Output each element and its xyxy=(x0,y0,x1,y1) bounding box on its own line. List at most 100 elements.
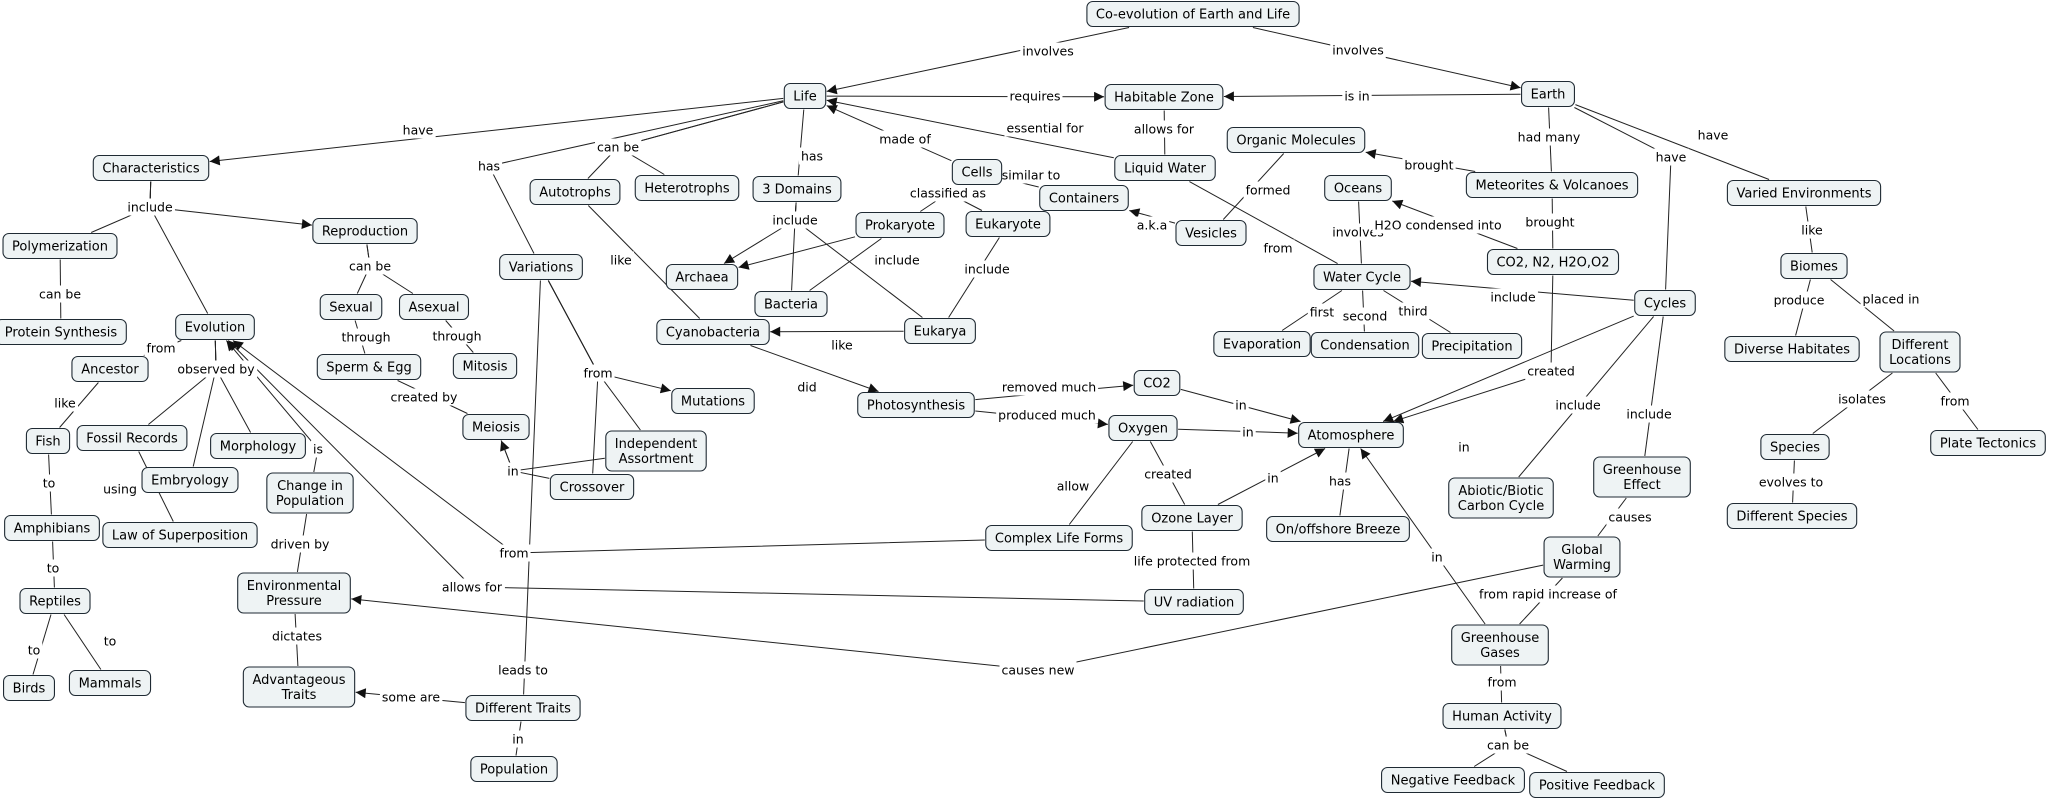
node-label: Sexual xyxy=(329,301,373,316)
link-label-through: through xyxy=(339,328,393,346)
node-oxygen: Oxygen xyxy=(1108,414,1178,442)
link-label-text: in xyxy=(1267,471,1278,486)
link-label-text: have xyxy=(1698,128,1729,143)
node-ancestor: Ancestor xyxy=(71,355,149,383)
node-label: Negative Feedback xyxy=(1391,774,1516,789)
link-label-bg xyxy=(1456,438,1472,456)
node-cycles: Cycles xyxy=(1634,289,1696,317)
link-label-bg xyxy=(1756,473,1826,491)
node-box xyxy=(398,293,470,321)
node-label: Evaporation xyxy=(1223,338,1301,353)
node-label: Habitable Zone xyxy=(1114,91,1214,106)
link-label-like: like xyxy=(1799,221,1826,239)
link-label-bg xyxy=(496,661,550,679)
node-box xyxy=(1266,515,1410,543)
link-label-text: in xyxy=(1431,550,1442,565)
link-label-text: to xyxy=(104,634,117,649)
link-label-text: produce xyxy=(1774,293,1825,308)
node-label: Different Traits xyxy=(475,702,571,717)
node-containers: Containers xyxy=(1039,184,1129,212)
link-label-bg xyxy=(339,328,393,346)
node-box xyxy=(25,427,71,455)
node-variations: Variations xyxy=(499,253,583,281)
node-label: Birds xyxy=(13,682,46,697)
link-label-text: created xyxy=(1527,364,1575,379)
link-label-text: have xyxy=(403,123,434,138)
node-atmosphere: Atomosphere xyxy=(1298,421,1404,449)
node-diff-traits: Different Traits xyxy=(465,694,581,722)
link-label-bg xyxy=(346,257,394,275)
link-label-bg xyxy=(388,388,461,406)
link-label-removed-much: removed much xyxy=(999,378,1099,396)
link-label-bg xyxy=(1134,216,1170,234)
link-label-h2o-condensed: H2O condensed into xyxy=(1372,216,1504,234)
link-label-isolates: isolates xyxy=(1836,390,1888,408)
node-box xyxy=(1104,83,1224,111)
node-autotrophs: Autotrophs xyxy=(529,178,621,206)
node-polymerization: Polymerization xyxy=(2,232,118,260)
link-label-text: in xyxy=(1242,425,1253,440)
node-reproduction: Reproduction xyxy=(312,217,418,245)
link-label-bg xyxy=(379,688,443,706)
node-box xyxy=(3,674,55,702)
link-life-to-heterotrophs xyxy=(616,101,784,175)
link-cycles-to-atmosphere xyxy=(1382,315,1634,423)
link-label-bg xyxy=(1326,472,1354,490)
link-label-produce: produce xyxy=(1771,291,1827,309)
node-label: Eukaryote xyxy=(975,218,1041,233)
link-label-bg xyxy=(400,121,436,139)
node-box xyxy=(1310,331,1420,359)
link-label-bg xyxy=(175,360,258,378)
node-label: Oceans xyxy=(1334,182,1383,197)
link-label-in: in xyxy=(1265,469,1281,487)
link-label-bg xyxy=(608,251,635,269)
link-label-have: have xyxy=(1695,126,1731,144)
link-label-text: to xyxy=(28,643,41,658)
link-variations-to-diff-traits xyxy=(523,280,541,695)
node-label: Ancestor xyxy=(81,363,139,378)
link-oxygen-to-atmosphere xyxy=(1178,427,1298,438)
node-label: Law of Superposition xyxy=(112,529,248,544)
link-label-created: created xyxy=(1142,465,1194,483)
node-box xyxy=(141,466,239,494)
node-box xyxy=(1465,171,1639,199)
link-liquid-water-to-water-cycle xyxy=(1189,181,1338,264)
link-label-formed: formed xyxy=(1243,181,1293,199)
link-label-through: through xyxy=(430,327,484,345)
link-label-text: like xyxy=(831,338,853,353)
link-evolution-to-morphology xyxy=(214,340,252,433)
link-label-text: can be xyxy=(39,287,81,302)
node-box xyxy=(175,313,255,341)
node-box xyxy=(1486,248,1620,276)
link-label-allow: allow xyxy=(1054,477,1092,495)
node-box xyxy=(319,293,383,321)
link-label-brought: brought xyxy=(1402,156,1456,174)
node-box xyxy=(1593,456,1691,498)
link-label-similar-to: similar to xyxy=(999,166,1063,184)
link-label-text: involves xyxy=(1332,43,1384,58)
node-label: Photosynthesis xyxy=(867,399,966,414)
node-label: Mutations xyxy=(681,395,745,410)
node-box xyxy=(1930,429,2046,457)
link-label-text: from xyxy=(583,366,612,381)
link-label-bg xyxy=(1307,303,1337,321)
node-co2: CO2 xyxy=(1133,369,1181,397)
node-species: Species xyxy=(1760,433,1830,461)
node-photosynthesis: Photosynthesis xyxy=(857,391,975,419)
link-root-to-earth xyxy=(1252,27,1521,91)
link-label-text: include xyxy=(1490,290,1536,305)
node-label: Archaea xyxy=(675,271,728,286)
node-ozone: Ozone Layer xyxy=(1141,504,1243,532)
link-label-in: in xyxy=(510,730,526,748)
node-pos-feedback: Positive Feedback xyxy=(1529,771,1665,798)
node-law-super: Law of Superposition xyxy=(102,521,258,549)
node-box xyxy=(783,82,827,110)
link-label-has: has xyxy=(798,147,826,165)
link-label-third: third xyxy=(1396,302,1430,320)
node-box xyxy=(752,175,842,203)
link-label-text: include xyxy=(874,253,920,268)
link-label-bg xyxy=(439,578,505,596)
link-label-bg xyxy=(1233,396,1249,414)
link-label-bg xyxy=(1553,396,1603,414)
